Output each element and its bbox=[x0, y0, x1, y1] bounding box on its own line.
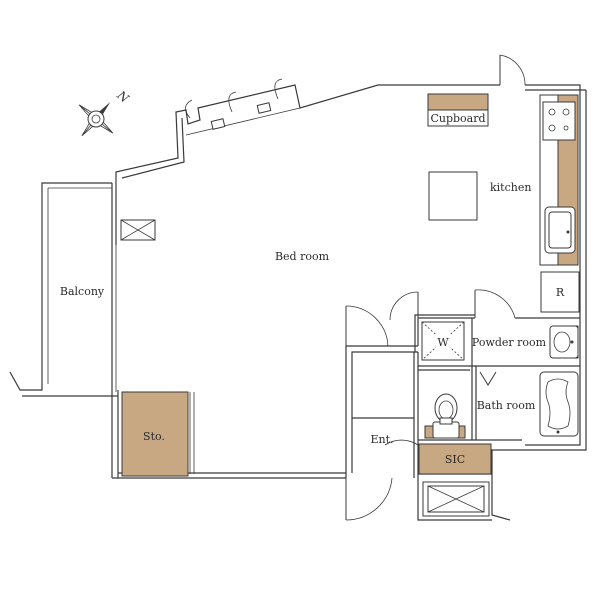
washbasin-icon bbox=[549, 325, 579, 359]
storage-closet: Sto. bbox=[121, 391, 195, 477]
pillar-box bbox=[120, 219, 156, 241]
refrigerator-label: R bbox=[556, 286, 565, 299]
washer: W bbox=[421, 321, 465, 361]
refrigerator: R bbox=[540, 271, 580, 313]
entrance-label: Ent. bbox=[370, 433, 393, 446]
cupboard-label: Cupboard bbox=[430, 112, 485, 125]
bathtub-icon bbox=[539, 371, 579, 437]
stove-icon bbox=[542, 101, 576, 141]
kitchen-counter: kitchen bbox=[490, 94, 579, 266]
bath-room: Bath room bbox=[477, 371, 579, 437]
balcony bbox=[9, 182, 118, 397]
compass-north-label: N bbox=[114, 87, 132, 105]
powder-room-label: Powder room bbox=[472, 336, 547, 349]
sic-label: SIC bbox=[445, 453, 465, 466]
doors bbox=[345, 54, 526, 521]
washer-label: W bbox=[437, 336, 449, 349]
bath-room-label: Bath room bbox=[477, 399, 536, 412]
toilet bbox=[424, 393, 466, 439]
cupboard: Cupboard bbox=[427, 93, 489, 127]
bedroom-label: Bed room bbox=[275, 250, 330, 263]
sic: SIC bbox=[418, 443, 492, 475]
kitchen-table bbox=[428, 171, 478, 221]
powder-room: Powder room bbox=[472, 325, 579, 359]
pipe-shaft bbox=[422, 481, 490, 517]
storage-label: Sto. bbox=[143, 430, 165, 443]
kitchen-label: kitchen bbox=[490, 181, 531, 194]
balcony-label: Balcony bbox=[60, 285, 105, 298]
compass-icon bbox=[78, 102, 114, 137]
toilet-icon bbox=[432, 393, 460, 439]
sink-icon bbox=[544, 206, 576, 254]
windows bbox=[185, 78, 283, 130]
outer-walls bbox=[111, 84, 587, 521]
